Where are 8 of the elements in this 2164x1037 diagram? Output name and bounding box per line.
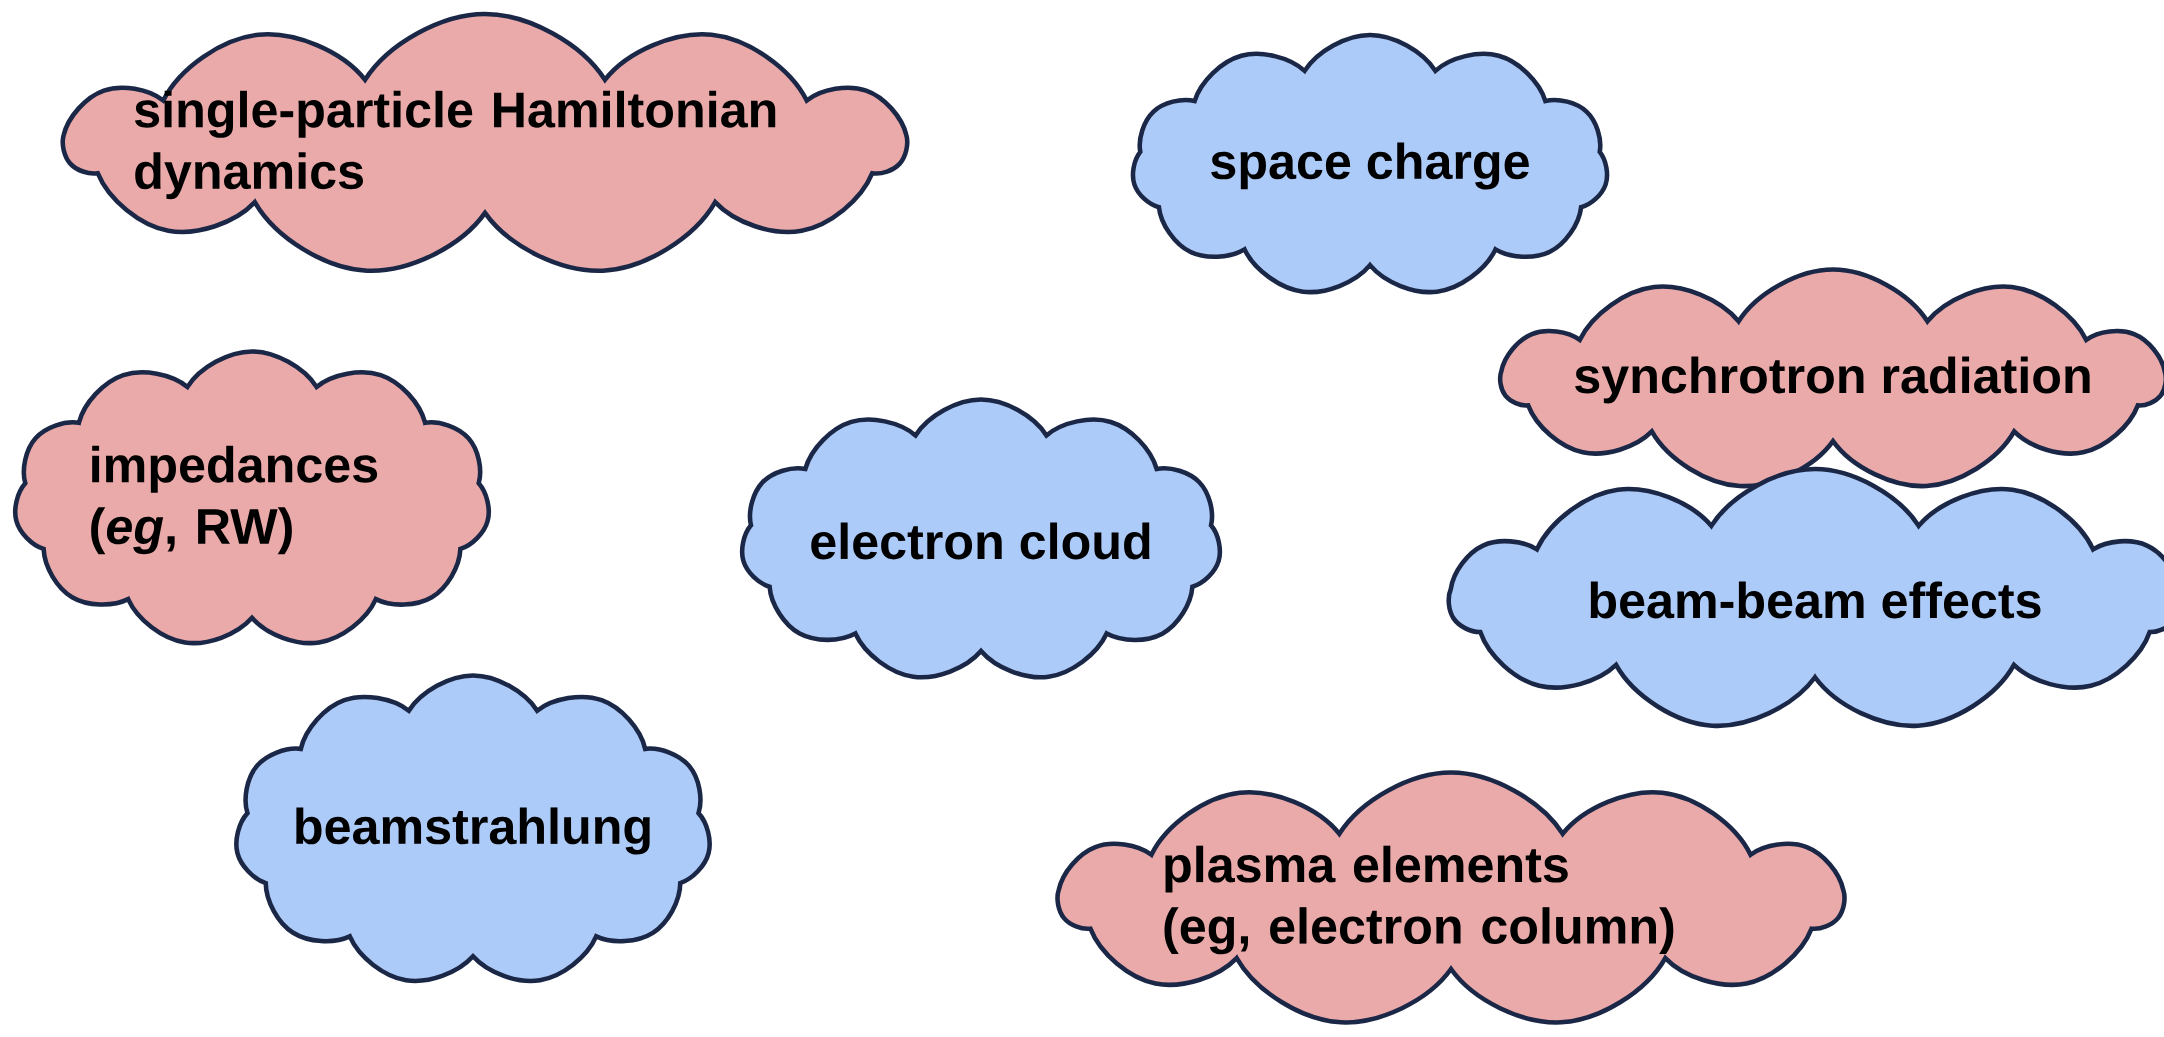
cloud: space charge [1130,32,1610,295]
cloud: electron cloud [739,397,1223,680]
cloud: synchrotron radiation [1497,267,2164,489]
cloud: impedances (eg, RW) [13,349,491,646]
cloud: single-particle Hamiltonian dynamics [60,11,910,273]
cloud: beamstrahlung [234,673,712,984]
cloud: plasma elements (eg, electron column) [1055,770,1847,1025]
cloud: beam-beam effects [1446,466,2164,728]
